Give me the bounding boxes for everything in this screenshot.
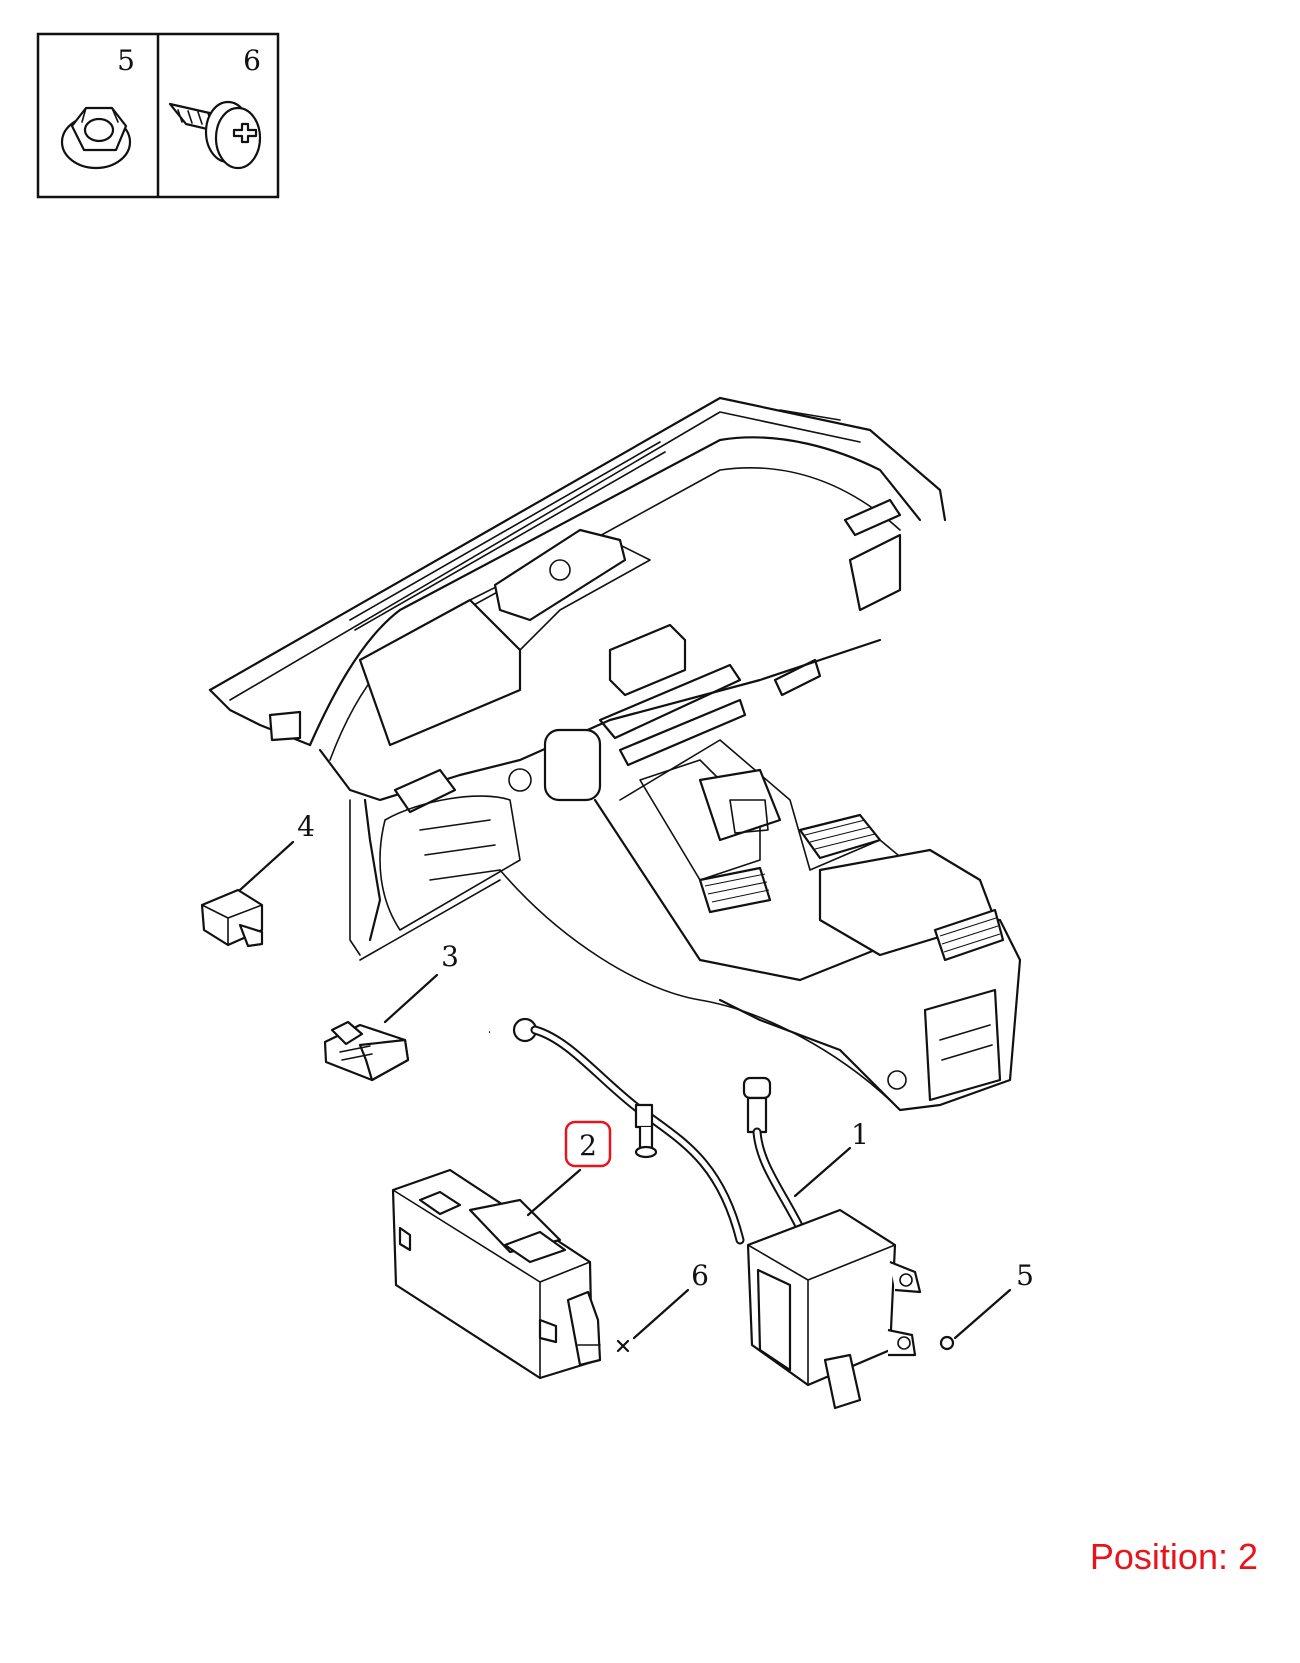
leader-line-2 [526, 1168, 582, 1217]
part-1-module: 1 [742, 1076, 922, 1410]
highlight-box-2 [564, 1120, 612, 1168]
callout-2: 2 [579, 1129, 597, 1162]
legend-number-6: 6 [243, 44, 261, 77]
antenna-cable [488, 1017, 745, 1245]
part-6-screw: 6 [632, 1259, 709, 1340]
dashboard-assembly [208, 396, 1022, 1112]
position-label: Position: 2 [1089, 1536, 1258, 1577]
part-5-nut: 5 [939, 1259, 1034, 1351]
leader-line-6 [632, 1288, 690, 1340]
callout-4: 4 [297, 810, 315, 843]
part-4-switch: 4 [200, 810, 315, 948]
self-tapping-screw-icon [168, 100, 262, 170]
legend-number-5: 5 [117, 44, 135, 77]
callout-6: 6 [691, 1259, 709, 1292]
callout-3: 3 [441, 940, 459, 973]
fastener-legend: 5 6 [36, 32, 280, 199]
leader-line-3 [383, 973, 439, 1024]
part-3-connector: 3 [323, 940, 459, 1082]
flange-nut-icon [60, 106, 132, 170]
callout-5: 5 [1016, 1259, 1034, 1292]
leader-line-5 [953, 1288, 1012, 1340]
part-2-module: 2 [391, 1120, 630, 1380]
leader-line-4 [238, 840, 295, 892]
leader-line-1 [793, 1146, 852, 1198]
callout-1: 1 [851, 1118, 869, 1151]
